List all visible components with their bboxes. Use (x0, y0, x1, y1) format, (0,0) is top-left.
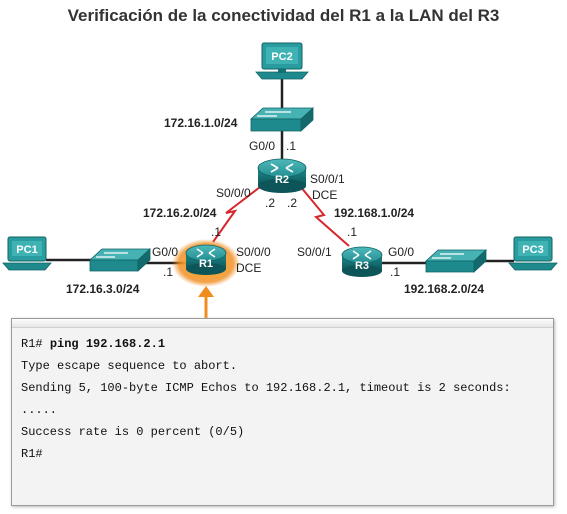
r2-router-icon[interactable]: R2 (257, 158, 307, 193)
pc1-label: PC1 (16, 244, 37, 256)
r1-g00-label: G0/0 (152, 245, 178, 259)
r3-s001-ip: .1 (347, 225, 357, 239)
terminal-line: Sending 5, 100-byte ICMP Echos to 192.16… (21, 381, 511, 395)
terminal-output[interactable]: R1# ping 192.168.2.1 Type escape sequenc… (12, 328, 553, 470)
r1-g00-ip: .1 (163, 265, 173, 279)
r2-g00-label: G0/0 (249, 139, 275, 153)
terminal-command-line: R1# ping 192.168.2.1 (21, 333, 544, 355)
terminal-line: R1# (21, 447, 43, 461)
r2-s000-ip: .2 (265, 196, 275, 210)
serial-link-r2-r3 (299, 185, 350, 247)
serial-link-r1-r2 (212, 183, 265, 243)
terminal-line: Type escape sequence to abort. (21, 359, 238, 373)
r1-s000-label: S0/0/0 (236, 245, 271, 259)
r3-router-icon[interactable]: R3 (341, 246, 383, 277)
r3-label: R3 (355, 260, 369, 272)
pc3-icon[interactable]: PC3 (508, 236, 558, 271)
terminal-line: ..... (21, 403, 58, 417)
network-label-lan-r1: 172.16.3.0/24 (66, 282, 140, 296)
r3-g00-label: G0/0 (388, 245, 414, 259)
r2-s001-label: S0/0/1 (310, 172, 345, 186)
r2-s001-ip: .2 (287, 196, 297, 210)
terminal-prompt: R1# (21, 337, 43, 351)
r3-g00-ip: .1 (390, 265, 400, 279)
r3-s001-label: S0/0/1 (297, 245, 332, 259)
network-label-lan-r2: 172.16.1.0/24 (164, 116, 238, 130)
network-label-wan-r1-r2: 172.16.2.0/24 (143, 206, 217, 220)
switch-r1-lan-icon[interactable] (88, 248, 152, 272)
diagram-title: Verificación de la conectividad del R1 a… (67, 6, 500, 25)
r1-s000-ip: .1 (211, 225, 221, 239)
r2-label: R2 (275, 174, 289, 186)
serial-links (212, 183, 350, 247)
r1-dce-label: DCE (236, 261, 261, 275)
terminal-line: Success rate is 0 percent (0/5) (21, 425, 245, 439)
terminal-window[interactable]: R1# ping 192.168.2.1 Type escape sequenc… (11, 318, 554, 506)
pc3-label: PC3 (522, 244, 543, 256)
r2-s000-label: S0/0/0 (216, 186, 251, 200)
pc2-label: PC2 (271, 51, 292, 63)
network-topology: PC2 R2 PC1 R1 (2, 42, 558, 318)
r2-s001-dce: DCE (312, 188, 337, 202)
switch-r2-lan-icon[interactable] (249, 107, 315, 132)
terminal-title-bar (12, 319, 553, 328)
r2-g00-ip: .1 (286, 139, 296, 153)
network-label-lan-r3: 192.168.2.0/24 (404, 282, 484, 296)
network-label-wan-r2-r3: 192.168.1.0/24 (334, 206, 414, 220)
r1-router-icon[interactable]: R1 (172, 239, 240, 287)
terminal-command: ping 192.168.2.1 (49, 337, 166, 351)
pc2-icon[interactable]: PC2 (255, 42, 309, 80)
switch-r3-lan-icon[interactable] (424, 249, 488, 273)
r1-label: R1 (199, 258, 213, 270)
pc1-icon[interactable]: PC1 (2, 236, 52, 271)
arrow-icon (198, 286, 214, 318)
